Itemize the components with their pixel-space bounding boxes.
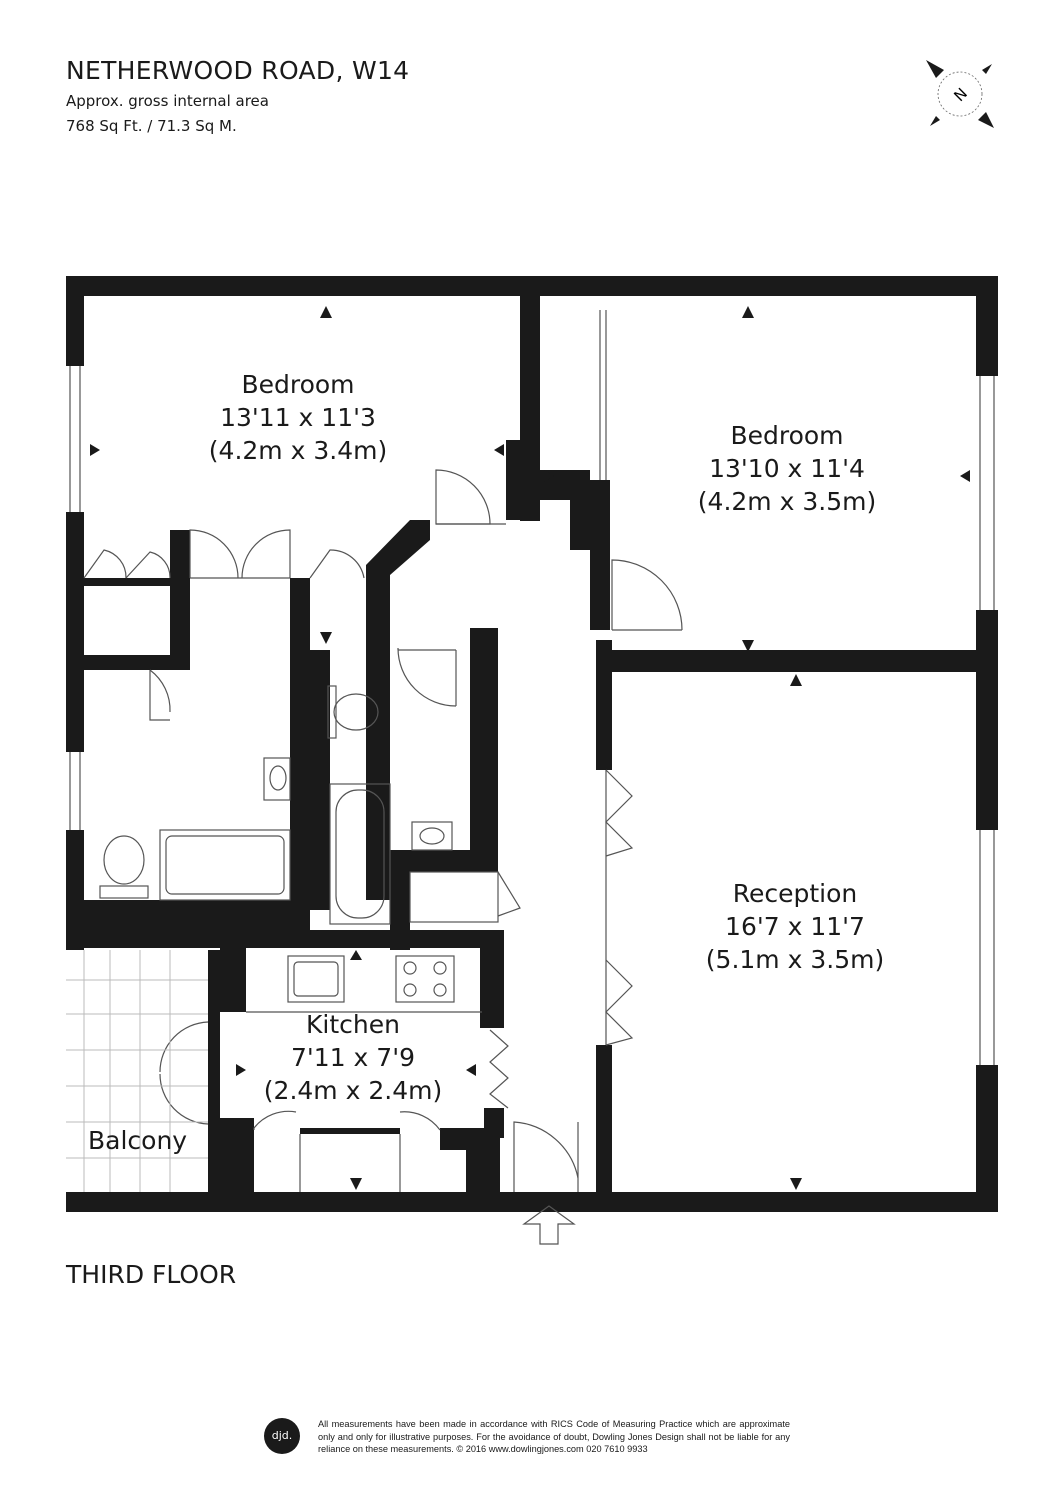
room-metric: (4.2m x 3.5m): [697, 487, 877, 516]
room-bedroom-2: Bedroom 13'10 x 11'4 (4.2m x 3.5m): [698, 419, 876, 518]
fixtures: [69, 310, 995, 1245]
room-metric: (5.1m x 3.5m): [705, 945, 885, 974]
balcony-tiles: [66, 950, 208, 1192]
area-label: Approx. gross internal area: [66, 92, 269, 110]
room-kitchen: Kitchen 7'11 x 7'9 (2.4m x 2.4m): [264, 1008, 442, 1107]
djd-logo: djd.: [264, 1418, 300, 1454]
room-metric: (2.4m x 2.4m): [263, 1076, 443, 1105]
room-reception: Reception 16'7 x 11'7 (5.1m x 3.5m): [706, 877, 884, 976]
walls: [66, 276, 998, 1212]
room-name: Bedroom: [730, 421, 844, 450]
room-name: Reception: [732, 879, 858, 908]
room-metric: (4.2m x 3.4m): [208, 436, 388, 465]
compass-icon: N: [926, 60, 994, 128]
dimension-arrows: [90, 306, 970, 1190]
room-imperial: 16'7 x 11'7: [725, 912, 865, 941]
room-balcony: Balcony: [88, 1126, 188, 1155]
room-bedroom-1: Bedroom 13'11 x 11'3 (4.2m x 3.4m): [209, 368, 387, 467]
room-imperial: 13'10 x 11'4: [709, 454, 865, 483]
area-value: 768 Sq Ft. / 71.3 Sq M.: [66, 117, 237, 135]
disclaimer-text: All measurements have been made in accor…: [318, 1419, 790, 1454]
room-name: Bedroom: [241, 370, 355, 399]
room-imperial: 13'11 x 11'3: [220, 403, 376, 432]
floor-label: THIRD FLOOR: [66, 1260, 237, 1289]
room-name: Kitchen: [306, 1010, 400, 1039]
room-imperial: 7'11 x 7'9: [291, 1043, 415, 1072]
page-title: NETHERWOOD ROAD, W14: [66, 56, 410, 85]
